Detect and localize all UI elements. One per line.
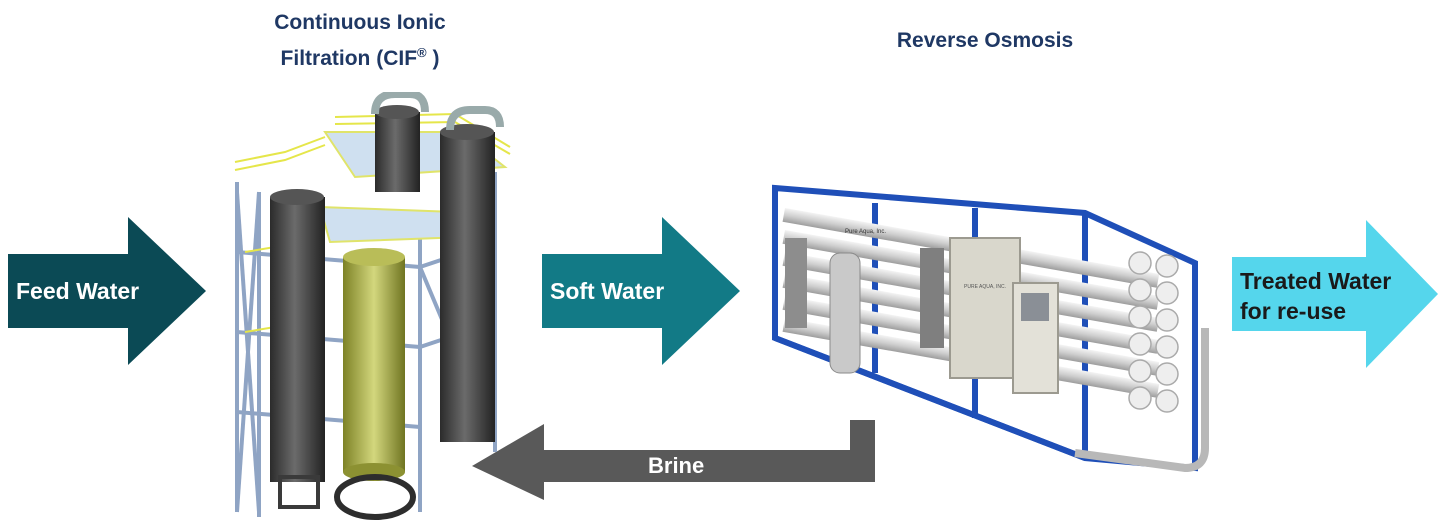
soft-water-arrow-shape [542, 217, 740, 365]
cif-tower-icon [234, 92, 511, 520]
ro-unit-illustration: PURE AQUA, INC. Pure Aqua, Inc. [755, 168, 1215, 478]
soft-water-arrow: Soft Water [542, 217, 740, 365]
brine-label: Brine [648, 453, 705, 478]
feed-water-arrow-shape [8, 217, 206, 365]
brine-arrow: Brine [470, 420, 880, 500]
cif-unit-illustration [225, 92, 525, 522]
ro-title: Reverse Osmosis [896, 29, 1074, 52]
ro-panel-text: PURE AQUA, INC. [964, 284, 1006, 290]
ro-skid-icon: PURE AQUA, INC. Pure Aqua, Inc. [772, 184, 1209, 473]
cif-title-line1: Continuous Ionic [274, 11, 446, 34]
feed-water-arrow: Feed Water [8, 217, 206, 365]
treated-water-line1: Treated Water [1240, 268, 1392, 294]
treated-water-line2: for re-use [1240, 298, 1347, 324]
cif-title: Continuous Ionic Filtration (CIF® ) [230, 8, 490, 74]
cif-title-line2: Filtration (CIF® ) [280, 45, 440, 70]
registered-mark: ® [417, 45, 427, 60]
ro-frame-text: Pure Aqua, Inc. [845, 229, 886, 235]
treated-water-arrow-shape [1232, 220, 1438, 368]
soft-water-label: Soft Water [550, 278, 665, 304]
treated-water-label: Treated Water for re-use [1240, 266, 1391, 326]
treated-water-arrow: Treated Water for re-use [1232, 220, 1438, 368]
feed-water-label: Feed Water [16, 278, 140, 304]
brine-arrow-shape [472, 420, 875, 500]
